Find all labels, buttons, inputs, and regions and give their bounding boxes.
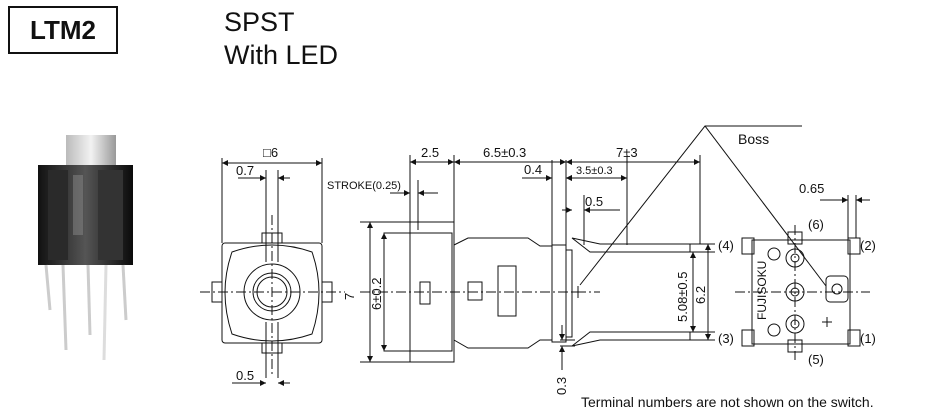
- dim-0-5-side: 0.5: [585, 194, 603, 209]
- dim-7: 7: [342, 293, 357, 300]
- side-view: [360, 125, 827, 370]
- dim-2-5: 2.5: [421, 145, 439, 160]
- dim-0-5-bottom: 0.5: [236, 368, 254, 383]
- title-line-2: With LED: [224, 40, 339, 70]
- boss-label: Boss: [738, 131, 769, 147]
- dim-6-2: 6.2: [693, 286, 708, 304]
- dim-stroke: STROKE(0.25): [327, 180, 401, 192]
- dim-6-5: 6.5±0.3: [483, 145, 526, 160]
- dim-square: □6: [263, 145, 278, 160]
- dim-0-7: 0.7: [236, 163, 254, 178]
- switch-photo: [38, 135, 133, 361]
- terminal-3: (3): [718, 331, 734, 346]
- dim-5-08: 5.08±0.5: [675, 271, 690, 322]
- model-label: LTM2: [30, 14, 96, 45]
- dim-7-3: 7±3: [616, 145, 638, 160]
- model-label-box: LTM2: [8, 6, 118, 54]
- title-line-1: SPST: [224, 7, 295, 37]
- dim-0-4: 0.4: [524, 162, 542, 177]
- dim-6-0-2: 6±0.2: [369, 278, 384, 310]
- brand-label: FUJISOKU: [755, 261, 769, 320]
- terminal-2: (2): [860, 238, 876, 253]
- dim-0-65: 0.65: [799, 181, 824, 196]
- dim-0-3: 0.3: [554, 377, 569, 395]
- footer-note: Terminal numbers are not shown on the sw…: [581, 394, 874, 410]
- terminal-view: [735, 195, 870, 360]
- terminal-4: (4): [718, 238, 734, 253]
- terminal-6: (6): [808, 217, 824, 232]
- terminal-5: (5): [808, 352, 824, 367]
- terminal-1: (1): [860, 331, 876, 346]
- front-view: [200, 158, 345, 386]
- dim-3-5: 3.5±0.3: [576, 165, 613, 177]
- product-title: SPST With LED: [224, 6, 338, 72]
